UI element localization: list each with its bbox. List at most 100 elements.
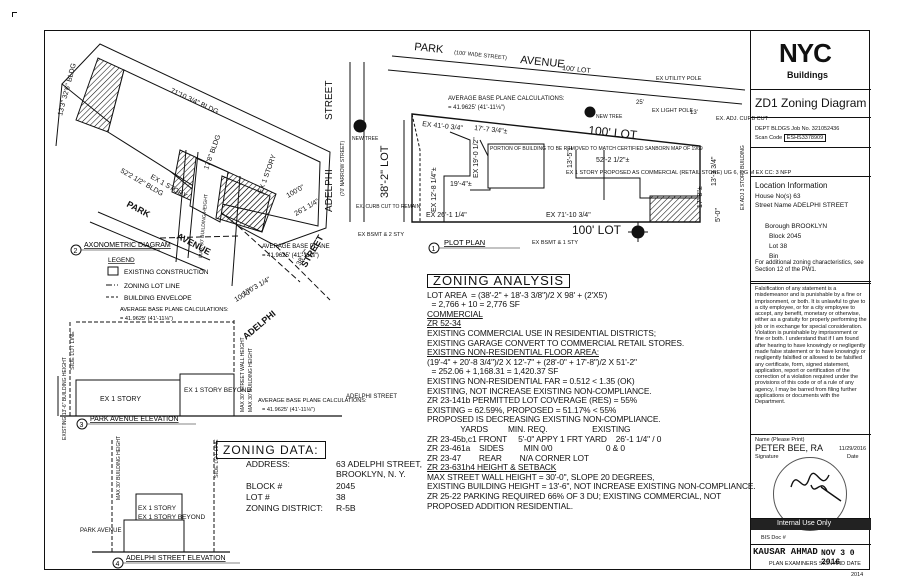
svg-text:AXONOMETRIC DIAGRAM: AXONOMETRIC DIAGRAM [84,242,171,249]
borough-label: Borough [765,223,790,230]
curb-cut: EX. CURB CUT TO REMAIN [356,204,421,210]
zd-address-value: 63 ADELPHI STREET, BROOKLYN, N. Y. [336,459,422,479]
avenue-lot: 100' LOT [562,65,592,75]
job-no-label: DEPT BLDGS Job No. [755,126,811,132]
examiner-cell: KAUSAR AHMAD NOV 3 0 2016 PLAN EXAMINERS… [751,544,871,570]
zoning-analysis-line: PROPOSED IS DECREASING EXISTING NON-COMP… [427,414,661,425]
plot-plan-drawing [349,55,746,242]
zoning-analysis-heading: ZONING ANALYSIS [427,274,571,288]
svg-text:PLOT PLAN: PLOT PLAN [444,238,485,247]
park-elevation-labels: EX 1 STORY EX 1 STORY BEYOND MAX 30' STR… [62,331,397,440]
zoning-analysis: ZONING ANALYSIS LOT AREA = (38'-2" + 18'… [427,274,757,511]
name-label: Name (Please Print) [755,437,805,443]
ex-13-5: 13'-5"± [567,146,574,168]
ex-52: 52'-2 1/2"± [596,157,630,164]
park-adelphi-label: ADELPHI STREET [346,394,397,400]
utility-pole: EX UTILITY POLE [656,76,702,82]
date-value: 11/29/2016 [839,446,867,452]
svg-text:ADELPHI STREET ELEVATION: ADELPHI STREET ELEVATION [126,555,226,562]
zd-block-label: BLOCK # [246,481,283,491]
narrow-label: (70' NARROW STREET) [340,141,346,196]
svg-text:AVERAGE BASE PLANE CALCULATION: AVERAGE BASE PLANE CALCULATIONS: [120,307,229,313]
lot-front: 38'-2" LOT [379,145,391,198]
block-label: Block [769,233,785,240]
svg-text:ZONING LOT LINE: ZONING LOT LINE [124,283,181,290]
corner-tick [12,12,17,17]
adj-curb: EX. ADJ. CURB CUT [716,116,769,122]
axonometric-diagram [55,43,331,301]
axo-adelphi: ADELPHI [241,308,278,341]
new-tree-1: NEW TREE [352,136,379,142]
dim-13: 13' [690,110,698,116]
axo-avg-value: = 41.9625' (41'-11⅛") [262,253,319,259]
zoning-analysis-line: ZR 23-631h4 HEIGHT & SETBACK [427,462,557,473]
title-block: NYC Buildings ZD1 Zoning Diagram DEPT BL… [750,30,871,578]
scan-code: ESHS3378909 [783,134,827,142]
location-heading: Location Information [755,181,828,190]
ex-17: 17'-7 3/4"± [474,125,508,135]
zoning-analysis-line: EXISTING BUILDING HEIGHT = 13'-6", NOT I… [427,481,756,492]
internal-use-label: Internal Use Only [777,520,832,527]
park-max-wall: MAX 30' STREET WALL HEIGHT [240,337,246,412]
svg-text:4: 4 [116,561,120,568]
zd-address-label: ADDRESS: [246,459,290,469]
ex-19-4: 19'-4"± [450,181,472,188]
scan-code-label: Scan Code [755,135,783,141]
ex-13: 13'-3 3/4" [711,156,718,186]
ex-71: EX 71'-10 3/4" [546,212,591,219]
lot-100-top: 100' LOT [588,123,639,142]
ex-41: EX 41'-0 3/4" [422,121,464,132]
signature-cell: Name (Please Print) PETER BEE, RA 11/29/… [751,434,871,531]
adelphi-elevation-labels: EX 1 STORY EX 1 STORY BEYOND PARK AVENUE… [80,436,220,534]
svg-text:1: 1 [432,246,436,253]
zoning-data: ZONING DATA: ADDRESS: 63 ADELPHI STREET,… [212,441,454,549]
signature-label: Signature [755,454,779,460]
zoning-analysis-line: (19'-4" + 20'-8 3/4")/2 X 12'-7" + (28'-… [427,356,637,367]
zoning-analysis-line: ZR 23-141b PERMITTED LOT COVERAGE (RES) … [427,395,638,406]
zoning-analysis-line: = 252.06 + 1,168.31 = 1,420.37 SF [427,366,559,377]
examiner-name: KAUSAR AHMAD [753,547,818,557]
axo-park: PARK [125,199,152,220]
new-tree-2-marker [584,106,596,118]
svg-text:3: 3 [80,422,84,429]
base-plane-value: = 41.9625' (41'-11⅛") [448,105,505,111]
borough-value: BROOKLYN [791,223,828,230]
park-side-lot: SIDE LOT LINE [70,331,76,370]
park-elevation-drawing [57,320,342,417]
ex-19: EX 19'-0 1/2" [473,137,480,178]
bin-label: Bin [769,253,779,260]
zoning-analysis-line: MAX STREET WALL HEIGHT = 30'-0", SLOPE 2… [427,471,655,482]
park-calc-heading: AVERAGE BASE PLANE CALCULATIONS: [258,398,367,404]
avenue-label: AVENUE [520,54,565,71]
svg-text:BUILDING ENVELOPE: BUILDING ENVELOPE [124,295,192,302]
street-label: Street Name [755,202,792,209]
drawing-sheet-border [44,30,870,570]
zoning-analysis-line: EXISTING = 62.59%, PROPOSED = 51.17% < 5… [427,404,617,415]
light-pole: EX LIGHT POLE [652,108,693,114]
zoning-analysis-line: YARDS MIN. REQ. EXISTING [427,423,631,434]
park-ex1: EX 1 STORY [100,396,141,403]
proposed-note: EX 1 STORY PROPOSED AS COMMERCIAL (RETAI… [566,170,792,176]
zd-district-label: ZONING DISTRICT: [246,503,323,513]
park-elevation-caption: 3 PARK AVENUE ELEVATION [76,416,196,430]
buildings-label: Buildings [787,70,828,80]
job-cell: DEPT BLDGS Job No. 321052436 Scan Code E… [751,118,871,148]
bis-cell: BIS Doc # [751,530,871,544]
street-label: STREET [324,81,335,120]
zoning-analysis-line: EXISTING NON-RESIDENTIAL FAR = 0.512 < 1… [427,375,635,386]
dim-25: 25' [636,100,644,106]
new-tree-1-marker [353,119,367,133]
location-cell: Location Information House No(s) 63 Stre… [751,176,871,284]
zoning-data-heading: ZONING DATA: [216,441,326,459]
zoning-analysis-line: ZR 23-47 REAR N/A CORNER LOT [427,452,589,463]
note-cell: For additional zoning characteristics, s… [751,258,871,282]
zd-district-value: R-5B [336,503,356,513]
zoning-analysis-line: PROPOSED ADDITION RESIDENTIAL. [427,500,573,511]
block-value: 2045 [786,233,802,240]
sheet-title-cell: ZD1 Zoning Diagram [751,90,871,118]
adelphi-elevation-drawing [92,440,230,553]
adelphi-elevation-caption: 4 ADELPHI STREET ELEVATION [112,555,240,569]
zoning-analysis-line: ZR 23-461a SIDES MIN 0/0 0 & 0 [427,443,625,454]
park-calc-value: = 41.9625' (41'-11⅛") [262,407,315,413]
